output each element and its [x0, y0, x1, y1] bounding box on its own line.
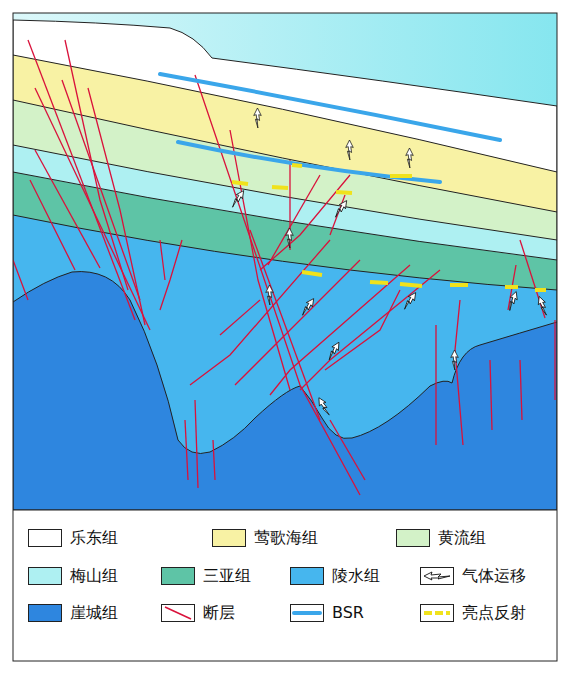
legend-label: 陵水组 [332, 566, 380, 586]
bsr-legend-symbol [291, 605, 323, 621]
legend-label: 气体运移 [462, 566, 526, 586]
legend-label: 莺歌海组 [254, 528, 318, 548]
legend-label: BSR [332, 603, 364, 623]
legend-swatch [28, 529, 62, 547]
legend-swatch [28, 567, 62, 585]
legend-label: 梅山组 [70, 566, 118, 586]
legend-label: 崖城组 [70, 603, 118, 623]
legend-label: 乐东组 [70, 528, 118, 548]
legend-swatch [396, 529, 430, 547]
legend-swatch [161, 567, 195, 585]
fault-legend-symbol [162, 605, 194, 621]
legend-label: 黄流组 [438, 528, 486, 548]
bright-legend-symbol [421, 605, 453, 621]
gas-migration-symbols [229, 108, 549, 417]
legend-label: 亮点反射 [462, 603, 526, 623]
legend-swatch [420, 604, 454, 622]
legend-swatch [212, 529, 246, 547]
legend-swatch [420, 567, 454, 585]
legend-swatch [161, 604, 195, 622]
fault-lines [13, 40, 555, 495]
bsr-line [178, 142, 440, 182]
legend-swatch [290, 604, 324, 622]
legend-label: 断层 [203, 603, 235, 623]
legend-swatch [28, 604, 62, 622]
legend-label: 三亚组 [203, 566, 251, 586]
gas-legend-symbol [421, 568, 453, 584]
bsr-line [160, 74, 500, 140]
bright-spot [232, 165, 546, 290]
legend-swatch [290, 567, 324, 585]
